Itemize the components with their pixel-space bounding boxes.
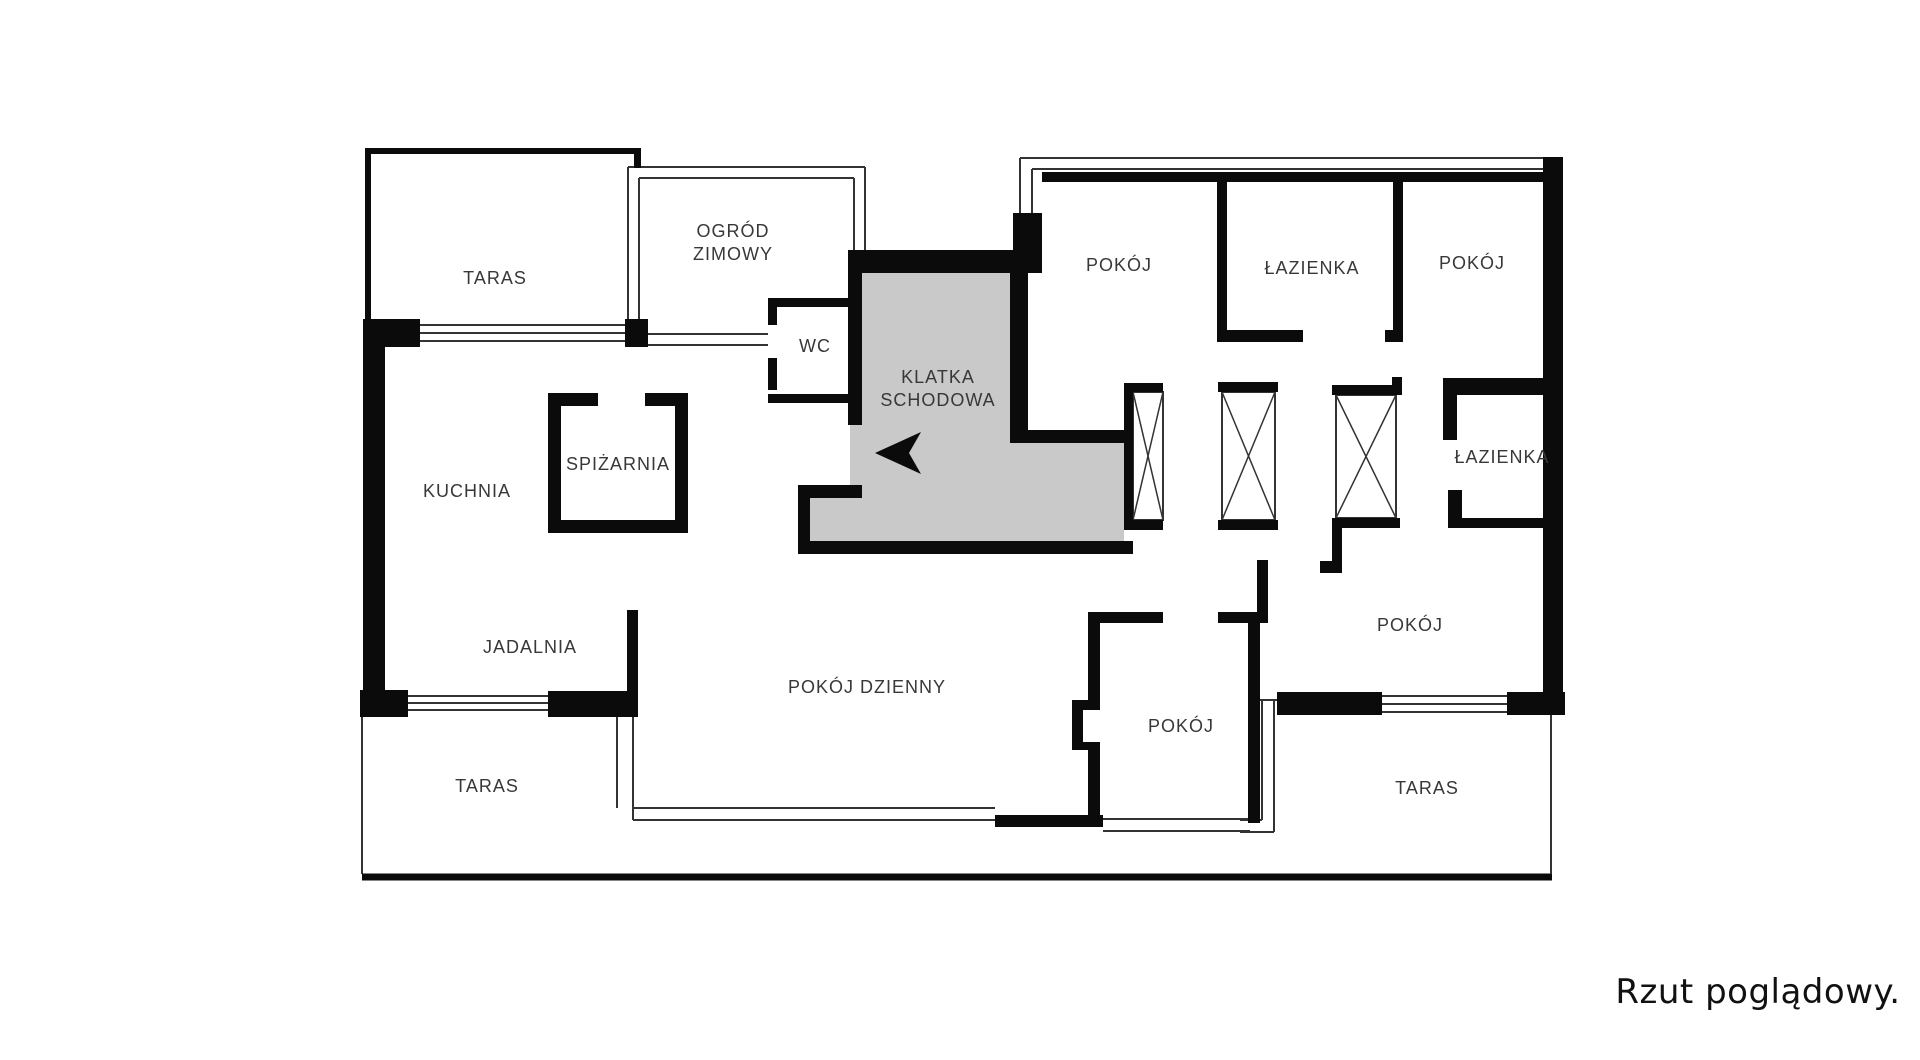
walls — [360, 148, 1565, 827]
room-label-klatka-line1: KLATKA — [901, 367, 975, 387]
room-label-pokoj-dzienny: POKÓJ DZIENNY — [788, 676, 946, 697]
plan-note: Rzut poglądowy. — [1615, 972, 1900, 1012]
room-label-jadalnia: JADALNIA — [483, 637, 577, 657]
room-label-pokoj-ne: POKÓJ — [1439, 252, 1505, 273]
room-label-taras-se: TARAS — [1395, 778, 1459, 798]
room-label-lazienka-n: ŁAZIENKA — [1264, 258, 1359, 278]
room-label-ogrod-line2: ZIMOWY — [693, 244, 773, 264]
room-label-klatka-line2: SCHODOWA — [880, 390, 995, 410]
room-label-ogrod-line1: OGRÓD — [696, 220, 769, 241]
staircase-area — [810, 273, 1124, 541]
room-label-taras-sw: TARAS — [455, 776, 519, 796]
entrance-arrow-icon — [875, 432, 921, 474]
room-label-taras-nw: TARAS — [463, 268, 527, 288]
room-label-kuchnia: KUCHNIA — [423, 481, 511, 501]
room-label-pokoj-s: POKÓJ — [1148, 715, 1214, 736]
room-label-pokoj-se: POKÓJ — [1377, 614, 1443, 635]
room-label-spizarnia: SPIŻARNIA — [566, 454, 670, 474]
thin-outlines — [361, 157, 1553, 881]
room-label-pokoj-n1: POKÓJ — [1086, 254, 1152, 275]
room-labels: TARAS OGRÓD ZIMOWY WC KLATKA SCHODOWA PO… — [423, 220, 1549, 798]
room-label-wc: WC — [799, 336, 831, 356]
staircase-fill — [810, 273, 1124, 541]
shaft-symbols — [1132, 391, 1397, 521]
room-label-lazienka-e: ŁAZIENKA — [1454, 447, 1549, 467]
